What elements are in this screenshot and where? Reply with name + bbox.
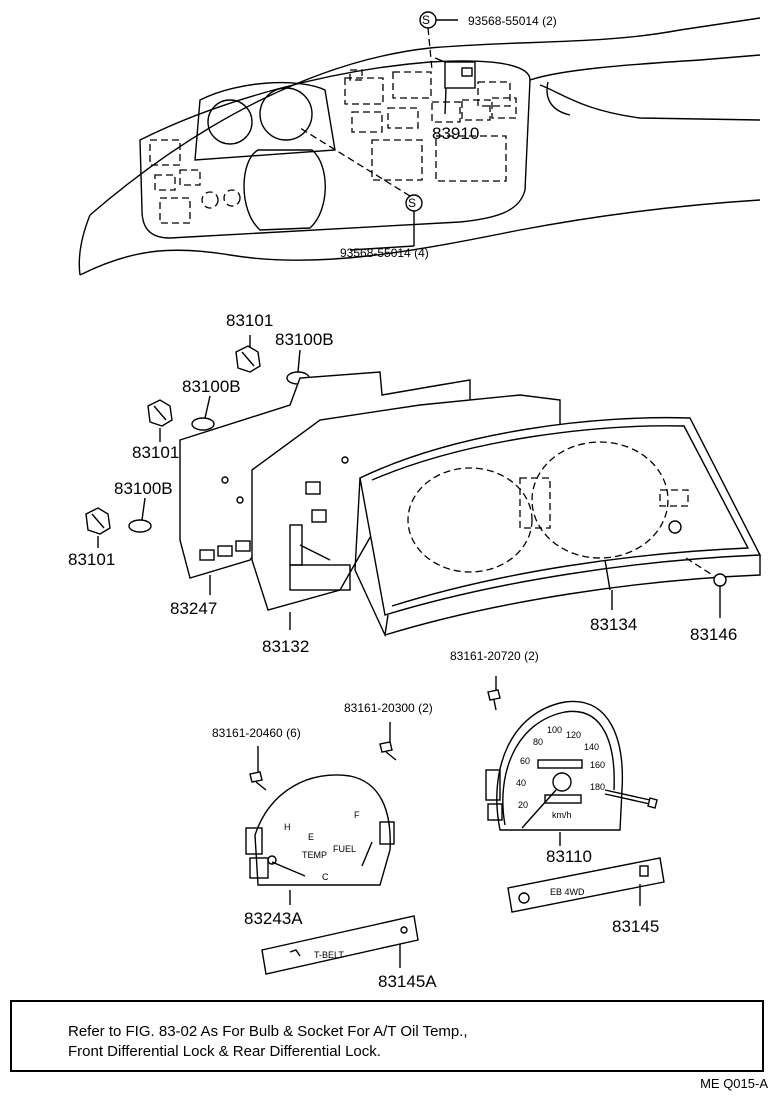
reference-note: Refer to FIG. 83-02 As For Bulb & Socket… xyxy=(68,1022,468,1062)
speedo-number-40: 40 xyxy=(516,778,526,788)
label-bulb-1: 83100B xyxy=(275,330,334,349)
note-line-2: Front Differential Lock & Rear Different… xyxy=(68,1043,381,1060)
label-screw-mid: 83161-20300 (2) xyxy=(344,701,433,715)
gauge-fuel-f: F xyxy=(354,810,360,820)
label-warning-plate-right: 83145 xyxy=(612,917,659,936)
speedometer xyxy=(485,700,658,846)
reset-knob xyxy=(685,557,727,618)
label-bulb-2: 83100B xyxy=(182,377,241,396)
gauge-temp-c: C xyxy=(322,872,329,882)
bulb-holder-1 xyxy=(235,335,261,373)
label-bulb-3: 83100B xyxy=(114,479,173,498)
plate-right-text: EB 4WD xyxy=(550,887,585,897)
speedo-number-20: 20 xyxy=(518,800,528,810)
bulb-2 xyxy=(191,395,215,431)
bulb-holder-2 xyxy=(147,399,173,442)
label-case: 83132 xyxy=(262,637,309,656)
speedo-number-160: 160 xyxy=(590,760,605,770)
label-knob: 83146 xyxy=(690,625,737,644)
combination-meter-glass xyxy=(354,416,762,638)
gauge-temp-label: TEMP xyxy=(302,850,327,860)
speedo-number-80: 80 xyxy=(533,737,543,747)
label-screw-left: 83161-20460 (6) xyxy=(212,726,301,740)
speedo-number-140: 140 xyxy=(584,742,599,752)
label-warning-plate-left: 83145A xyxy=(378,972,437,991)
gauge-fuel-label: FUEL xyxy=(333,844,356,854)
speedo-number-120: 120 xyxy=(566,730,581,740)
speedo-number-180: 180 xyxy=(590,782,605,792)
screw-mid xyxy=(379,722,397,761)
label-bulb-holder-2: 83101 xyxy=(132,443,179,462)
gauge-temp-h: H xyxy=(284,822,291,832)
instrument-panel xyxy=(78,11,761,276)
plate-left-text: T-BELT xyxy=(314,950,344,960)
label-printed-circuit: 83247 xyxy=(170,599,217,618)
warning-plate-right xyxy=(507,857,665,913)
speedo-unit: km/h xyxy=(552,810,572,820)
fuel-temp-gauge xyxy=(245,774,395,905)
screw-symbol-bottom: S xyxy=(408,196,416,210)
gauge-fuel-e: E xyxy=(308,832,314,842)
screw-speedo xyxy=(487,676,501,711)
reference-code: ME Q015-A xyxy=(700,1076,768,1091)
label-bulb-holder-1: 83101 xyxy=(226,311,273,330)
reference-note-box: Refer to FIG. 83-02 As For Bulb & Socket… xyxy=(10,1000,764,1072)
label-bulb-holder-3: 83101 xyxy=(68,550,115,569)
screw-left xyxy=(249,746,267,791)
label-screw-speedo: 83161-20720 (2) xyxy=(450,649,539,663)
label-speedometer: 83110 xyxy=(546,847,592,866)
label-glass: 83134 xyxy=(590,615,637,634)
speedo-number-60: 60 xyxy=(520,756,530,766)
screw-symbol-top: S xyxy=(422,13,430,27)
speedo-number-100: 100 xyxy=(547,725,562,735)
parts-diagram: S S 93568-55014 (2) 83910 93568-55014 (4… xyxy=(68,11,762,991)
bulb-3 xyxy=(128,497,152,533)
bulb-holder-3 xyxy=(85,507,111,548)
label-screw-bottom: 93568-55014 (4) xyxy=(340,246,429,260)
label-screw-top: 93568-55014 (2) xyxy=(468,14,557,28)
warning-plate-left xyxy=(261,915,419,975)
note-line-1: Refer to FIG. 83-02 As For Bulb & Socket… xyxy=(68,1023,468,1040)
label-fuel-temp-gauge: 83243A xyxy=(244,909,303,928)
label-relay: 83910 xyxy=(432,124,479,143)
